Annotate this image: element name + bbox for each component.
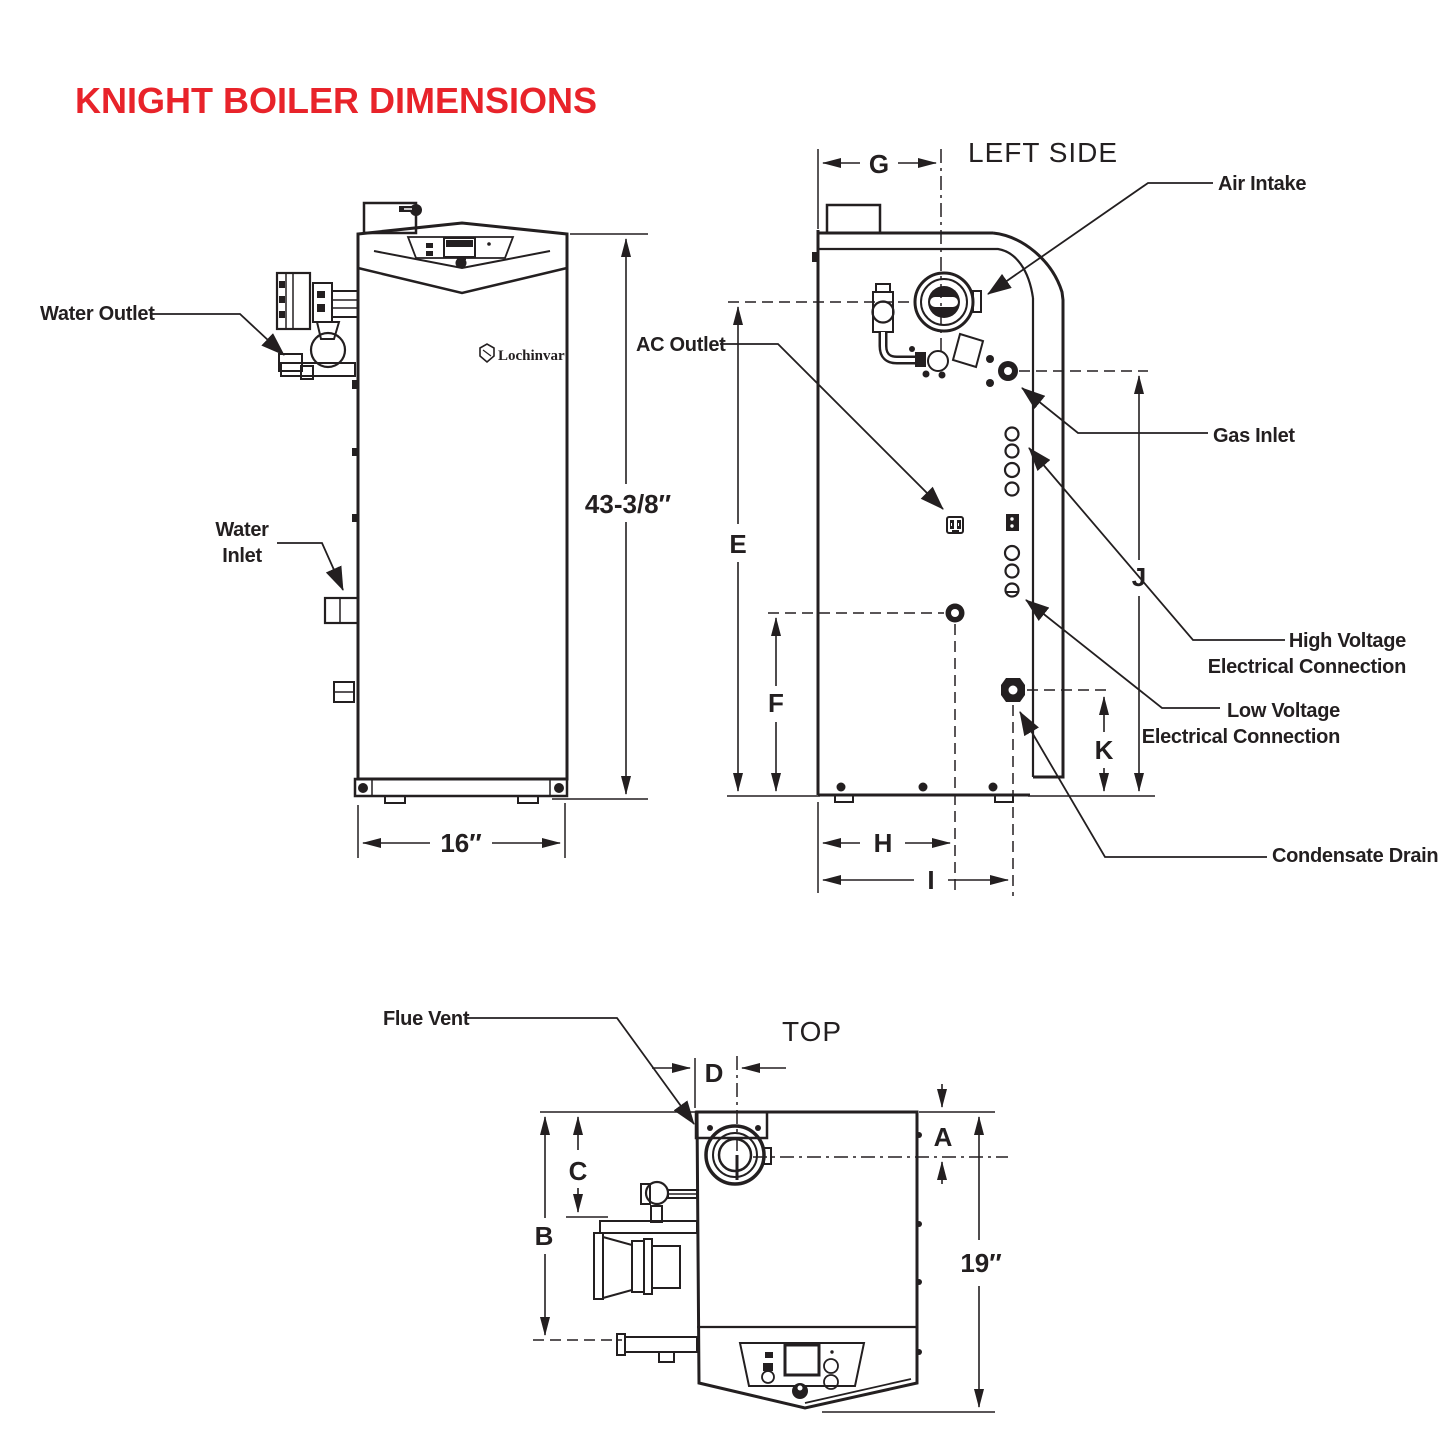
flue-vent-label: Flue Vent [383, 1008, 470, 1030]
water-inlet-stub [323, 596, 360, 625]
water-outlet-leader [152, 313, 285, 356]
dim-i-label: I [927, 865, 934, 895]
dim-e-label: E [729, 529, 746, 559]
gas-inlet-leader [1021, 387, 1208, 434]
drain-stub [333, 681, 355, 703]
dim-c-label: C [569, 1156, 588, 1186]
front-view: Lochinvar [40, 201, 671, 858]
centerlines [728, 149, 1148, 896]
brand-logo: Lochinvar [479, 343, 565, 364]
top-pump-assembly [593, 1180, 698, 1363]
brand-shield-icon [479, 343, 495, 364]
dim-a: A [934, 1084, 953, 1184]
condensate-drain-label: Condensate Drain [1272, 845, 1438, 867]
brand-logo-text: Lochinvar [498, 348, 565, 364]
dim-b: B [535, 1116, 554, 1336]
low-voltage-leader [1025, 599, 1220, 709]
water-outlet-assembly [275, 271, 359, 380]
side-view-title: LEFT SIDE [968, 137, 1118, 168]
front-body-outline [356, 201, 569, 781]
dim-b-label: B [535, 1221, 554, 1251]
top-body-outline [695, 1110, 922, 1410]
dim-k: K [1095, 696, 1114, 792]
dim-f-label: F [768, 688, 784, 718]
drain-port [945, 603, 965, 623]
gas-inlet-label: Gas Inlet [1213, 425, 1295, 447]
air-intake-leader [987, 182, 1213, 295]
dim-i: I [822, 865, 1009, 895]
top-control-panel [738, 1342, 866, 1399]
water-inlet-label-line1: Water [215, 519, 269, 541]
side-body-outline [812, 203, 1065, 803]
high-voltage-leader [1028, 447, 1285, 641]
water-inlet-leader [277, 542, 344, 591]
dim-h: H [822, 828, 951, 858]
dim-depth-19: 19″ [960, 1116, 1002, 1408]
page-title: KNIGHT BOILER DIMENSIONS [75, 80, 597, 121]
dim-height-43: 43-3/8″ [552, 233, 671, 800]
low-voltage-label-line1: Low Voltage [1227, 700, 1340, 722]
top-view-title: TOP [782, 1016, 842, 1047]
high-voltage-label-line2: Electrical Connection [1208, 656, 1406, 678]
air-intake-port [913, 271, 982, 333]
front-base [353, 777, 569, 804]
dim-e: E [729, 306, 747, 792]
dim-g: G [822, 149, 937, 179]
air-intake-label: Air Intake [1218, 173, 1306, 195]
flue-vent-port [694, 1110, 772, 1186]
electrical-knockouts [1003, 426, 1021, 598]
condensate-drain-leader [1019, 711, 1267, 858]
dim-d: D [652, 1058, 786, 1088]
gas-inlet-port [986, 355, 1018, 387]
dim-width-16: 16″ [357, 803, 566, 858]
front-control-display [426, 237, 491, 269]
dim-depth-label: 19″ [960, 1248, 1001, 1278]
dim-f: F [768, 617, 784, 792]
water-outlet-label: Water Outlet [40, 303, 155, 325]
gas-train-assembly [871, 283, 985, 379]
dim-width-label: 16″ [440, 828, 481, 858]
flue-vent-leader [467, 1017, 695, 1125]
dim-h-label: H [874, 828, 893, 858]
low-voltage-label-line2: Electrical Connection [1142, 726, 1340, 748]
top-centerlines [533, 1056, 1008, 1413]
top-view: TOP [383, 1008, 1008, 1413]
ac-outlet-leader [720, 343, 944, 510]
dim-d-label: D [705, 1058, 724, 1088]
dim-a-label: A [934, 1122, 953, 1152]
condensate-drain-port [1001, 678, 1025, 702]
dim-c: C [569, 1116, 588, 1213]
water-inlet-label-line2: Inlet [222, 545, 262, 567]
ac-outlet-port [946, 516, 964, 534]
dim-g-label: G [869, 149, 889, 179]
high-voltage-label-line1: High Voltage [1289, 630, 1406, 652]
side-view: LEFT SIDE [636, 137, 1439, 896]
ac-outlet-label: AC Outlet [636, 334, 726, 356]
low-voltage-port [1004, 582, 1020, 598]
dim-k-label: K [1095, 735, 1114, 765]
dim-height-label: 43-3/8″ [585, 489, 671, 519]
